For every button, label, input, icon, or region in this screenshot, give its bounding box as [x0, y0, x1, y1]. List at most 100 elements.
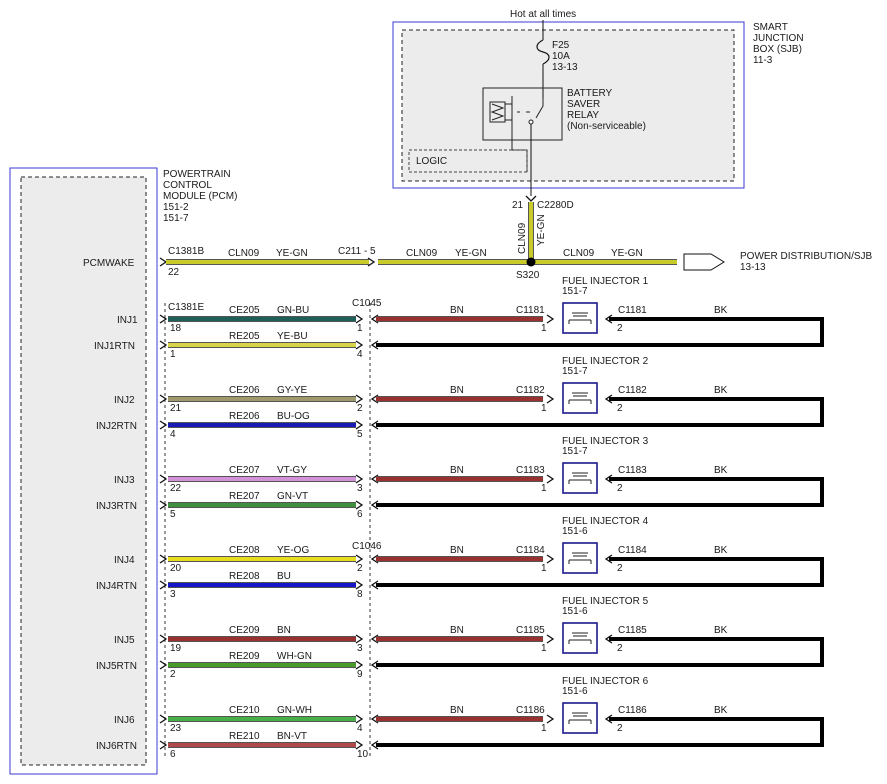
injector-connector-arrow-right-5 [604, 634, 613, 644]
return-color-1: YE-BU [277, 331, 308, 342]
injector-title-3: FUEL INJECTOR 3 [562, 436, 649, 447]
pcm-pin-ret-5: 2 [170, 669, 176, 680]
relay-label-3: RELAY [567, 110, 599, 121]
pcmwake-seg2-circuit: CLN09 [406, 248, 438, 259]
pcm-pin-ret-6: 6 [170, 749, 176, 760]
injector-connector-arrow-left-3 [546, 474, 555, 484]
injector-connector-arrow-left-1 [546, 314, 555, 324]
pcm-pin-sig-6: 23 [170, 723, 182, 734]
sjb-inner-box [401, 29, 735, 182]
signal-circuit-3: CE207 [229, 465, 260, 476]
injector-connector-arrow-right-4 [604, 554, 613, 564]
injector-ref-3: 151-7 [562, 446, 588, 457]
injector-icon-2 [568, 392, 592, 404]
pin-label-inj5rtn: INJ5RTN [96, 661, 137, 672]
return-circuit-3: RE207 [229, 491, 260, 502]
fuse-ref: 13-13 [552, 62, 578, 73]
injector-pin2-6: 2 [617, 723, 623, 734]
feed-color-3: BN [450, 465, 464, 476]
out-color-1: BK [714, 305, 728, 316]
pcm-box [9, 167, 158, 775]
pcmwake-seg1-circuit: CLN09 [228, 248, 260, 259]
pcmwake-seg3-circuit: CLN09 [563, 248, 595, 259]
injector-connector-left-2: C1182 [516, 385, 545, 396]
injector-connector-left-3: C1183 [516, 465, 545, 476]
inline-pin-ret-6: 10 [357, 749, 369, 760]
pin-label-inj6rtn: INJ6RTN [96, 741, 137, 752]
pcm-connector-sig-3 [159, 474, 168, 484]
inline-pin-sig-1: 1 [357, 323, 363, 334]
injector-box-6 [562, 702, 598, 734]
c1045-label: C1045 [352, 298, 382, 309]
injector-connector-right-5: C1185 [618, 625, 647, 636]
return-circuit-1: RE205 [229, 331, 260, 342]
pin-label-inj1: INJ1 [117, 315, 138, 326]
c2280d-label: C2280D [537, 200, 574, 211]
pcm-connector-sig-4 [159, 554, 168, 564]
return-color-4: BU [277, 571, 291, 582]
pcm-label-3: MODULE (PCM) [163, 191, 237, 202]
pcm-pin-sig-5: 19 [170, 643, 182, 654]
hot-at-all-times-label: Hot at all times [510, 9, 576, 20]
feed-color-5: BN [450, 625, 464, 636]
pin-label-inj4rtn: INJ4RTN [96, 581, 137, 592]
sjb-label-3: BOX (SJB) [753, 44, 802, 55]
injector-ref-6: 151-6 [562, 686, 588, 697]
c211-connector [367, 257, 376, 267]
pcm-connector-sig-1 [159, 314, 168, 324]
signal-color-4: YE-OG [277, 545, 309, 556]
pcm-inner-box [20, 176, 147, 766]
signal-color-3: VT-GY [277, 465, 307, 476]
injector-connector-arrow-right-3 [604, 474, 613, 484]
pcm-pin-ret-4: 3 [170, 589, 176, 600]
pcm-connector-ret-5 [159, 660, 168, 670]
injector-pin2-1: 2 [617, 323, 623, 334]
out-color-6: BK [714, 705, 728, 716]
pcm-connector-sig-2 [159, 394, 168, 404]
pcm-pin-sig-1: 18 [170, 323, 182, 334]
injector-ref-1: 151-7 [562, 286, 588, 297]
injector-ref-5: 151-6 [562, 606, 588, 617]
inline-connector-ret-out-3 [370, 500, 379, 510]
injector-connector-right-6: C1186 [618, 705, 647, 716]
s320-label: S320 [516, 270, 540, 281]
signal-circuit-6: CE210 [229, 705, 260, 716]
relay-box [482, 87, 563, 141]
inline-connector-sig-in-6 [355, 714, 364, 724]
relay-label-2: SAVER [567, 99, 600, 110]
feed-color-2: BN [450, 385, 464, 396]
injector-pin2-3: 2 [617, 483, 623, 494]
injector-title-6: FUEL INJECTOR 6 [562, 676, 649, 687]
fuse-symbol [536, 39, 550, 65]
injector-connector-right-2: C1182 [618, 385, 647, 396]
pcm-pin-ret-2: 4 [170, 429, 176, 440]
wire-ground-loop-3 [376, 477, 824, 507]
injector-connector-right-3: C1183 [618, 465, 647, 476]
pcm-connector-sig-6 [159, 714, 168, 724]
injector-pin1-4: 1 [541, 563, 547, 574]
wire-ground-loop-2 [376, 397, 824, 427]
pcm-label-5: 151-7 [163, 213, 189, 224]
inline-pin-sig-6: 4 [357, 723, 363, 734]
signal-circuit-1: CE205 [229, 305, 260, 316]
signal-circuit-5: CE209 [229, 625, 260, 636]
signal-color-2: GY-YE [277, 385, 308, 396]
injector-title-4: FUEL INJECTOR 4 [562, 516, 649, 527]
feed-color-6: BN [450, 705, 464, 716]
return-color-5: WH-GN [277, 651, 312, 662]
pcmwake-seg1-color: YE-GN [276, 248, 308, 259]
power-distribution-label: POWER DISTRIBUTION/SJB [740, 251, 873, 262]
relay-coil-winding [490, 103, 505, 121]
signal-color-6: GN-WH [277, 705, 312, 716]
inline-connector-sig-in-5 [355, 634, 364, 644]
injector-pin2-5: 2 [617, 643, 623, 654]
wire-ground-loop-4 [376, 557, 824, 587]
pcm-connector-ret-4 [159, 580, 168, 590]
inline-connector-ret-out-2 [370, 420, 379, 430]
signal-circuit-4: CE208 [229, 545, 260, 556]
inline-connector-ret-out-1 [370, 340, 379, 350]
pcm-pin-ret-1: 1 [170, 349, 176, 360]
injector-pin2-4: 2 [617, 563, 623, 574]
